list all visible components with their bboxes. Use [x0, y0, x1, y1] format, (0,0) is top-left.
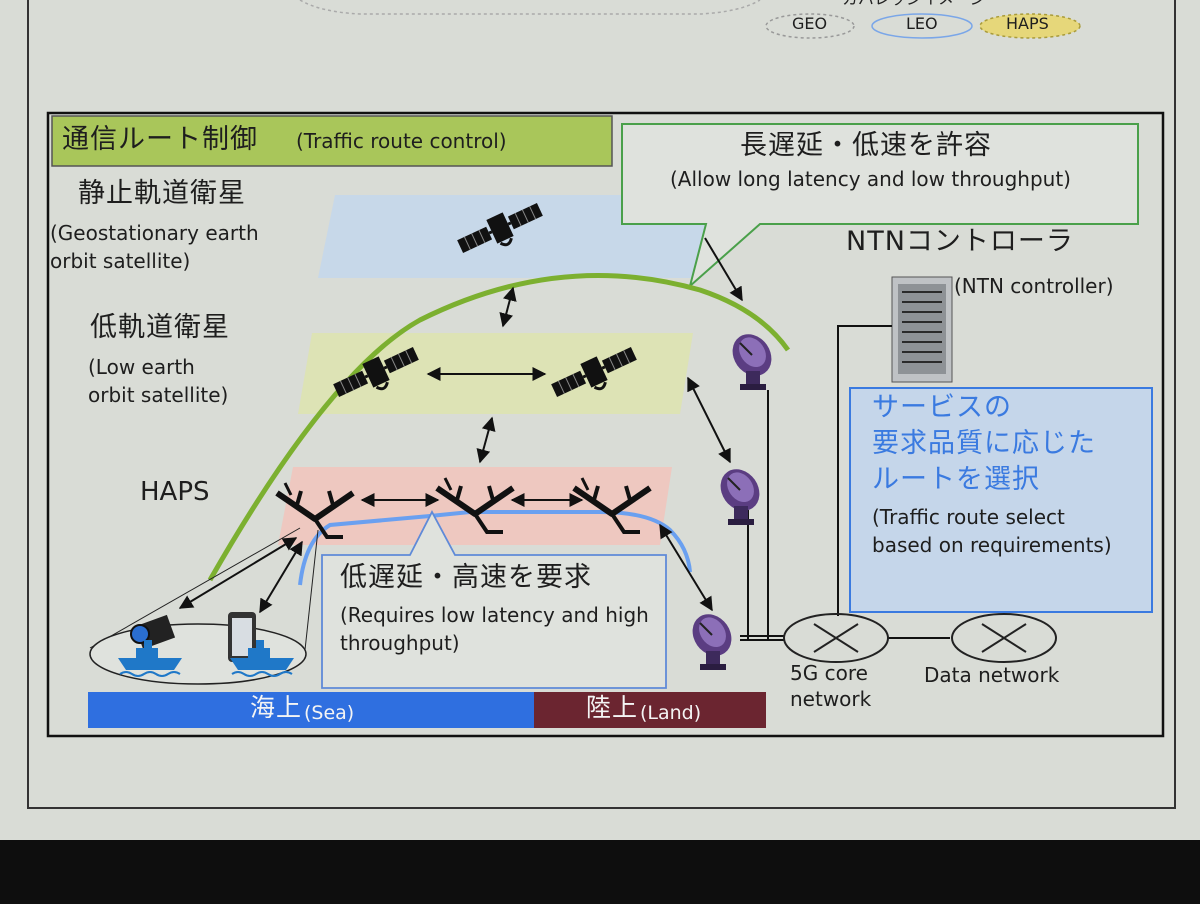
leo-label-en-2: orbit satellite) — [88, 383, 229, 407]
sea-label-jp: 海上 — [250, 693, 303, 722]
leo-label-en-1: (Low earth — [88, 355, 195, 379]
core-network-label-2: network — [790, 687, 872, 711]
legend-haps-pill — [979, 13, 1081, 39]
geo-label-jp: 静止軌道衛星 — [78, 178, 246, 209]
land-label-en: (Land) — [640, 702, 702, 724]
panel-title-jp: 通信ルート制御 — [62, 124, 258, 155]
leo-label-jp: 低軌道衛星 — [90, 312, 230, 343]
land-region-bar — [534, 692, 766, 728]
route-select-en-2: based on requirements) — [872, 533, 1112, 557]
route-select-jp-1: サービスの — [872, 392, 1012, 423]
route-select-box — [849, 387, 1153, 613]
route-select-jp-2: 要求品質に応じた — [872, 428, 1096, 459]
callout-long-latency-jp: 長遅延・低速を許容 — [740, 130, 992, 161]
legend-title: カバレッジイメージ — [842, 0, 986, 8]
haps-layer-band — [278, 467, 672, 545]
geo-label-en-1: (Geostationary earth — [50, 221, 259, 245]
legend-item-leo: LEO — [906, 14, 938, 33]
panel-title-box — [51, 115, 613, 167]
route-select-jp-3: ルートを選択 — [872, 464, 1040, 495]
legend-leo-pill — [871, 13, 973, 39]
sea-label-en: (Sea) — [304, 702, 355, 724]
legend-geo-pill — [765, 13, 855, 39]
callout-low-latency-en-2: throughput) — [340, 631, 460, 655]
controller-link — [837, 325, 892, 616]
callout-low-latency-jp: 低遅延・高速を要求 — [340, 562, 592, 593]
green-route-curve — [207, 273, 791, 582]
sea-region-bar — [88, 692, 534, 728]
callout-long-latency-en: (Allow long latency and low throughput) — [670, 167, 1071, 191]
geo-label-en-2: orbit satellite) — [50, 249, 191, 273]
ntn-controller-en: (NTN controller) — [954, 274, 1114, 298]
panel-title-en: (Traffic route control) — [296, 129, 507, 153]
haps-label: HAPS — [140, 477, 210, 507]
callout-low-latency-box — [321, 510, 667, 689]
panel-border — [46, 111, 1165, 738]
legend-item-haps: HAPS — [1006, 14, 1049, 33]
data-network-label: Data network — [924, 663, 1060, 687]
callout-low-latency-en-1: (Requires low latency and high — [340, 603, 649, 627]
route-select-en-1: (Traffic route select — [872, 505, 1065, 529]
geo-layer-band — [318, 195, 720, 278]
ntn-controller-jp: NTNコントローラ — [846, 226, 1074, 257]
legend-item-geo: GEO — [792, 14, 828, 33]
server-rack-icon — [891, 276, 953, 383]
land-label-jp: 陸上 — [586, 693, 639, 722]
core-network-label-1: 5G core — [790, 661, 868, 685]
callout-long-latency-box — [621, 123, 1139, 289]
